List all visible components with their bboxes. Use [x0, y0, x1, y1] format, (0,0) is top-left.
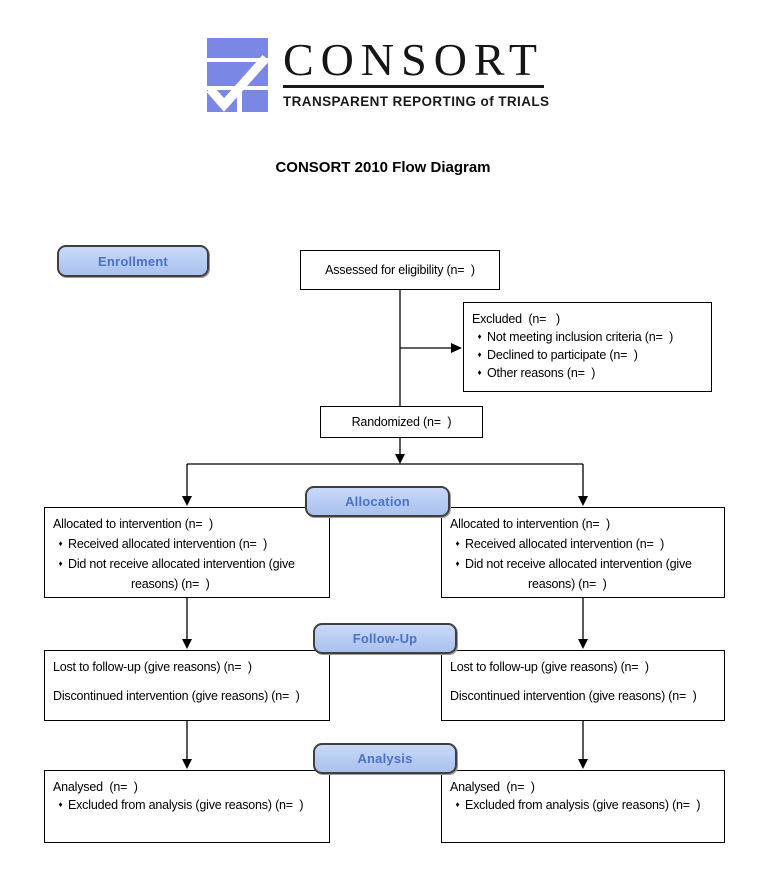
stage-badge-followup: Follow-Up: [313, 623, 457, 654]
analysis-right-bullet-1: ♦ Excluded from analysis (give reasons) …: [450, 796, 716, 814]
box-allocated-left: Allocated to intervention (n= ) ♦ Receiv…: [44, 507, 330, 598]
arrowhead-followup-left: [182, 639, 192, 649]
diamond-bullet-icon: ♦: [58, 559, 63, 568]
allocated-right-bullet-1: ♦ Received allocated intervention (n= ): [450, 534, 716, 554]
allocated-right-bullet-2-text: Did not receive allocated intervention (…: [465, 557, 692, 571]
allocated-left-bullet-2-text: Did not receive allocated intervention (…: [68, 557, 295, 571]
followup-left-line1: Lost to follow-up (give reasons) (n= ): [53, 660, 252, 674]
box-analysis-left: Analysed (n= ) ♦ Excluded from analysis …: [44, 770, 330, 843]
consort-logo-mark-icon: [207, 38, 268, 112]
consort-tagline: TRANSPARENT REPORTING of TRIALS: [283, 94, 550, 109]
analysis-right-bullet-1-text: Excluded from analysis (give reasons) (n…: [465, 798, 701, 812]
allocated-left-continuation: reasons) (n= ): [131, 577, 210, 591]
allocated-right-bullet-1-text: Received allocated intervention (n= ): [465, 537, 665, 551]
allocated-left-bullet-1: ♦ Received allocated intervention (n= ): [53, 534, 321, 554]
arrowhead-analysis-right: [578, 759, 588, 769]
allocated-right-title: Allocated to intervention (n= ): [450, 517, 611, 531]
arrowhead-followup-right: [578, 639, 588, 649]
diamond-bullet-icon: ♦: [477, 332, 482, 341]
consort-logo: CONSORT TRANSPARENT REPORTING of TRIALS: [207, 37, 553, 112]
box-eligibility: Assessed for eligibility (n= ): [300, 250, 500, 290]
diagram-title: CONSORT 2010 Flow Diagram: [275, 159, 491, 176]
excluded-bullet-2: ♦ Declined to participate (n= ): [472, 346, 703, 364]
box-excluded: Excluded (n= ) ♦ Not meeting inclusion c…: [463, 302, 712, 392]
randomized-text: Randomized (n= ): [351, 415, 452, 429]
diamond-bullet-icon: ♦: [477, 368, 482, 377]
consort-wordmark: CONSORT: [283, 37, 544, 88]
excluded-bullet-2-text: Declined to participate (n= ): [487, 348, 638, 362]
excluded-title: Excluded (n= ): [472, 312, 560, 326]
analysis-left-title: Analysed (n= ): [53, 780, 138, 794]
allocated-left-title: Allocated to intervention (n= ): [53, 517, 214, 531]
diamond-bullet-icon: ♦: [455, 559, 460, 568]
stage-badge-allocation: Allocation: [305, 486, 450, 517]
arrowhead-to-excluded: [451, 343, 462, 353]
followup-left-line2: Discontinued intervention (give reasons)…: [53, 689, 300, 703]
box-followup-right: Lost to follow-up (give reasons) (n= ) D…: [441, 650, 725, 721]
stage-badge-analysis: Analysis: [313, 743, 457, 774]
box-randomized: Randomized (n= ): [320, 406, 483, 438]
excluded-bullet-3: ♦ Other reasons (n= ): [472, 364, 703, 382]
allocated-left-bullet-1-text: Received allocated intervention (n= ): [68, 537, 268, 551]
stage-badge-enrollment: Enrollment: [57, 245, 209, 277]
diamond-bullet-icon: ♦: [58, 800, 63, 809]
arrowhead-alloc-left: [182, 496, 192, 506]
diamond-bullet-icon: ♦: [58, 539, 63, 548]
box-followup-left: Lost to follow-up (give reasons) (n= ) D…: [44, 650, 330, 721]
excluded-bullet-1: ♦ Not meeting inclusion criteria (n= ): [472, 328, 703, 346]
arrowhead-randomized-junction: [395, 454, 405, 464]
excluded-bullet-1-text: Not meeting inclusion criteria (n= ): [487, 330, 674, 344]
analysis-right-title: Analysed (n= ): [450, 780, 535, 794]
allocated-left-bullet-2: ♦ Did not receive allocated intervention…: [53, 554, 321, 574]
diamond-bullet-icon: ♦: [455, 539, 460, 548]
box-allocated-right: Allocated to intervention (n= ) ♦ Receiv…: [441, 507, 725, 598]
diamond-bullet-icon: ♦: [455, 800, 460, 809]
box-analysis-right: Analysed (n= ) ♦ Excluded from analysis …: [441, 770, 725, 843]
diamond-bullet-icon: ♦: [477, 350, 482, 359]
eligibility-text: Assessed for eligibility (n= ): [325, 263, 475, 277]
analysis-left-bullet-1: ♦ Excluded from analysis (give reasons) …: [53, 796, 321, 814]
followup-right-line1: Lost to follow-up (give reasons) (n= ): [450, 660, 649, 674]
allocated-right-continuation: reasons) (n= ): [528, 577, 607, 591]
consort-logo-text: CONSORT TRANSPARENT REPORTING of TRIALS: [283, 37, 553, 109]
allocated-right-bullet-2: ♦ Did not receive allocated intervention…: [450, 554, 716, 574]
arrowhead-analysis-left: [182, 759, 192, 769]
followup-right-line2: Discontinued intervention (give reasons)…: [450, 689, 697, 703]
excluded-bullet-3-text: Other reasons (n= ): [487, 366, 596, 380]
analysis-left-bullet-1-text: Excluded from analysis (give reasons) (n…: [68, 798, 304, 812]
arrowhead-alloc-right: [578, 496, 588, 506]
